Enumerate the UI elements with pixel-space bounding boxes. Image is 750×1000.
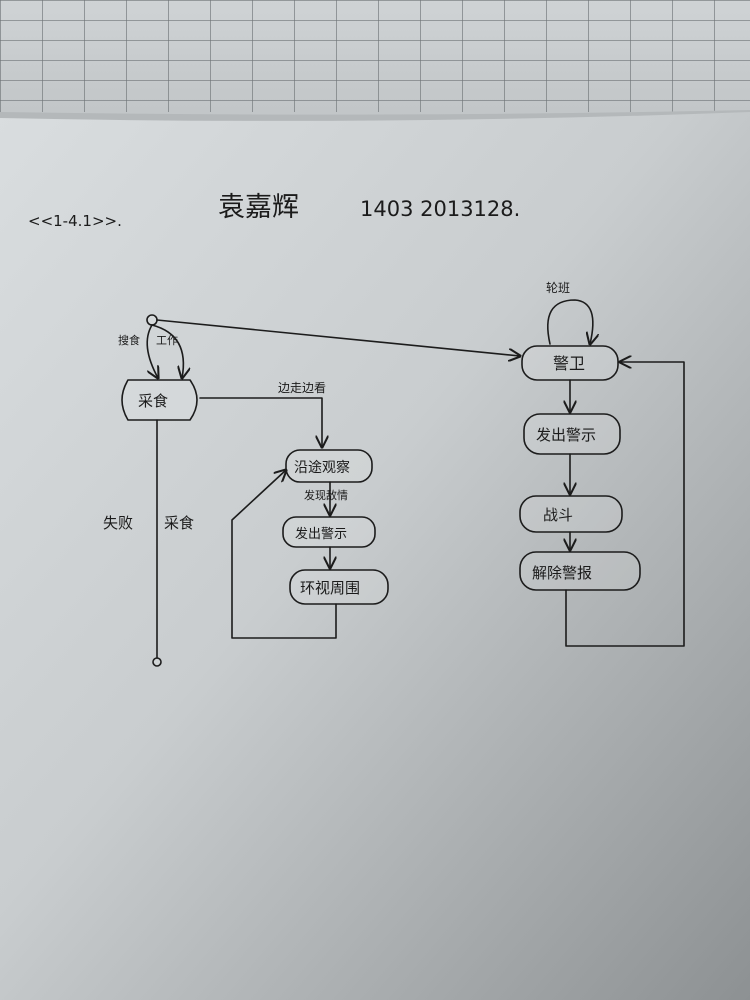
- loop-label-work: 工作: [156, 334, 178, 347]
- edge-self-loop: [546, 299, 593, 344]
- start-node: [146, 314, 158, 326]
- node-scan-label: 环视周围: [300, 579, 360, 597]
- author-name: 袁嘉辉: [218, 192, 299, 223]
- node-warn: 发出警示: [523, 413, 621, 455]
- loop-label-search: 搜食: [118, 333, 140, 347]
- node-alert-label: 发出警示: [295, 526, 347, 542]
- label-fail: 失败: [103, 514, 133, 532]
- label-self-loop: 轮班: [546, 281, 570, 295]
- label-to-observe: 边走边看: [278, 381, 326, 395]
- edge-scan-feedback: [231, 470, 337, 639]
- reference-text: <<1-4.1>>.: [28, 212, 122, 230]
- node-guard-label: 警卫: [553, 354, 585, 373]
- node-observe-label: 沿途观察: [294, 459, 350, 476]
- node-main: 采食: [121, 379, 198, 421]
- loop-arrow-work: [151, 324, 183, 378]
- grid-page-background: [0, 0, 750, 125]
- node-observe: 沿途观察: [285, 449, 373, 483]
- node-fight-label: 战斗: [543, 506, 573, 524]
- node-alert: 发出警示: [282, 516, 376, 548]
- loop-arrow-search: [146, 324, 158, 378]
- paper-sheet: [0, 112, 750, 1000]
- node-fight: 战斗: [519, 495, 623, 533]
- label-found: 发现敌情: [304, 488, 348, 502]
- student-id: 1403 2013128.: [360, 197, 520, 221]
- node-dismiss: 解除警报: [519, 551, 641, 591]
- edge-start-to-guard: [156, 319, 520, 356]
- node-scan: 环视周围: [289, 569, 389, 605]
- edge-dismiss-feedback: [565, 362, 685, 647]
- edge-main-to-observe: [199, 397, 322, 447]
- node-main-label: 采食: [138, 392, 168, 410]
- label-vertical: 采食: [164, 514, 194, 532]
- node-guard: 警卫: [521, 345, 619, 381]
- end-node: [152, 657, 162, 667]
- node-warn-label: 发出警示: [536, 426, 596, 444]
- node-dismiss-label: 解除警报: [532, 564, 592, 582]
